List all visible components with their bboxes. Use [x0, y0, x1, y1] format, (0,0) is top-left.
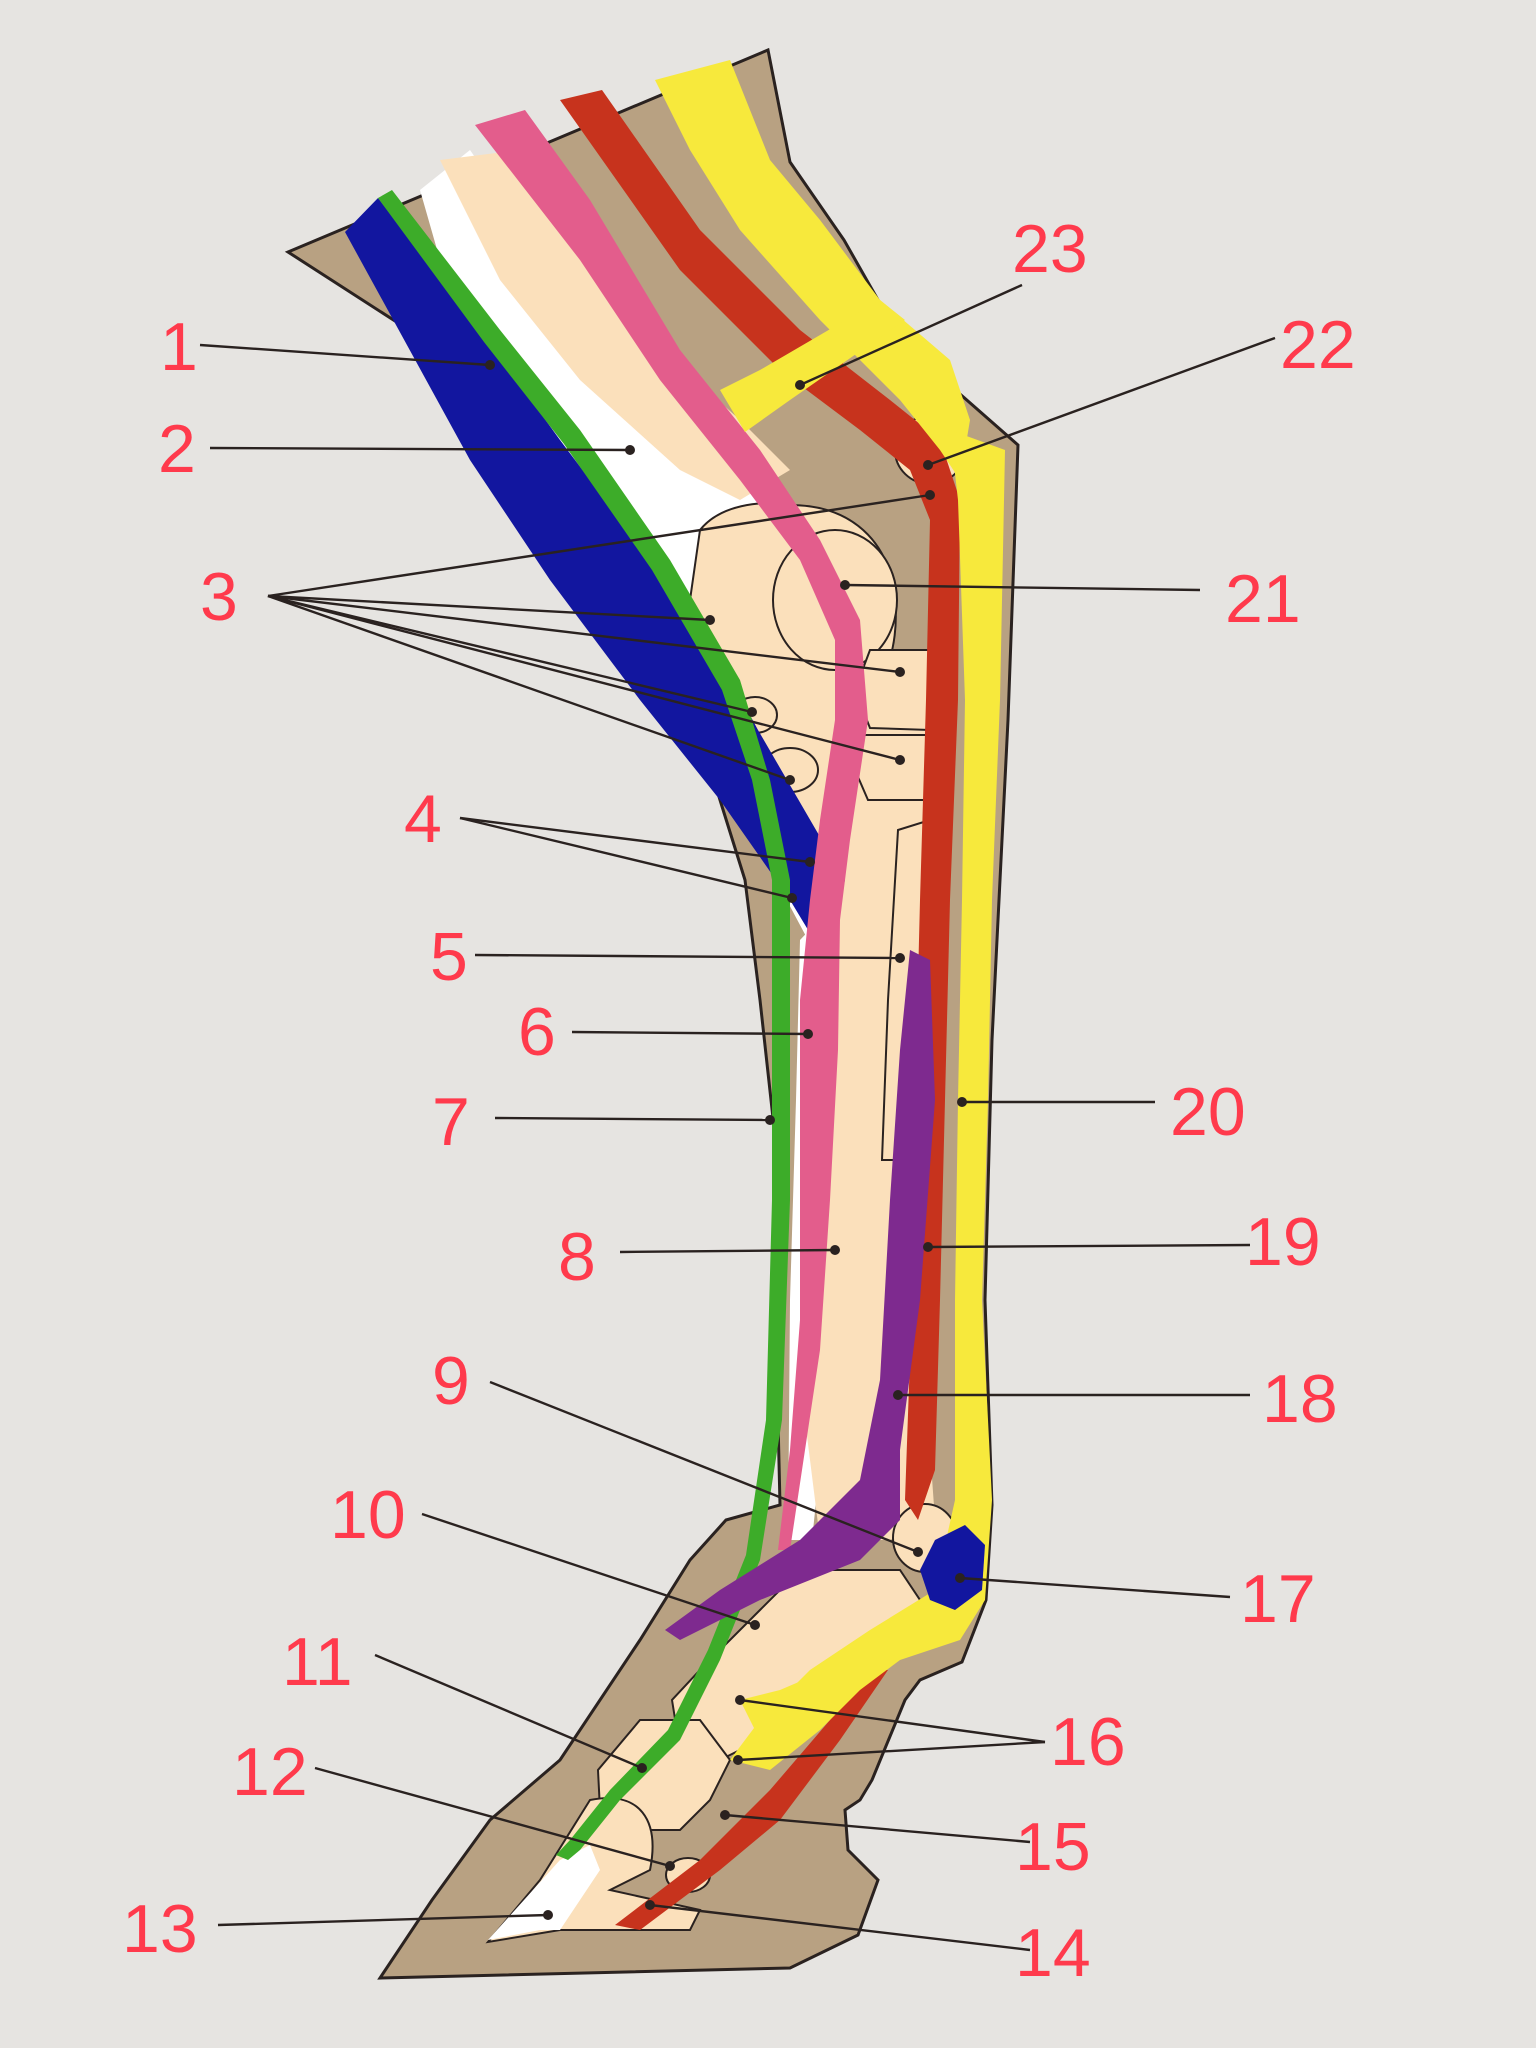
pointer-11 [374, 1653, 643, 1770]
pointer-tips [485, 360, 967, 1920]
label-6: 6 [518, 994, 556, 1070]
pointer-8 [619, 1248, 836, 1254]
label-13: 13 [122, 1891, 198, 1967]
pointer-7 [494, 1116, 771, 1122]
label-4: 4 [404, 781, 442, 857]
pointer-3e [267, 594, 901, 762]
yellow-branch-lower [740, 1655, 895, 1740]
label-15: 15 [1015, 1809, 1091, 1885]
label-19: 19 [1245, 1204, 1321, 1280]
pointer-13 [217, 1913, 549, 1927]
pointer-3f [267, 594, 791, 782]
pointer-4a [459, 816, 811, 864]
pointer-12 [314, 1766, 671, 1868]
pointer-3d [267, 594, 753, 714]
pointer-22 [927, 336, 1276, 467]
pointer-3a [267, 493, 931, 598]
label-23: 23 [1012, 211, 1088, 287]
pointer-lines [199, 283, 1276, 1952]
pointer-16a [739, 1698, 1046, 1744]
pointer-14 [649, 1903, 1031, 1952]
red-flexor-tendon-lower [615, 1670, 888, 1930]
label-20: 20 [1170, 1074, 1246, 1150]
label-12: 12 [232, 1734, 308, 1810]
pointer-15 [724, 1813, 1031, 1844]
label-8: 8 [558, 1219, 596, 1295]
yellow-upper-band [655, 60, 970, 480]
pointer-3b [267, 594, 711, 622]
pointer-4b [459, 816, 793, 900]
label-21: 21 [1225, 561, 1301, 637]
number-labels: 1 2 3 4 5 6 7 8 9 10 11 12 13 14 15 16 1… [122, 211, 1356, 1991]
label-9: 9 [432, 1343, 470, 1419]
pointer-10 [421, 1512, 756, 1627]
pointer-17 [959, 1576, 1231, 1599]
label-1: 1 [160, 309, 198, 385]
pointer-19 [927, 1243, 1251, 1249]
red-flexor-tendon [560, 90, 960, 1520]
purple-check-ligament [665, 950, 935, 1640]
label-18: 18 [1262, 1361, 1338, 1437]
label-22: 22 [1280, 307, 1356, 383]
label-16: 16 [1050, 1704, 1126, 1780]
pointer-21 [844, 583, 1201, 592]
pointer-16b [737, 1740, 1046, 1762]
label-5: 5 [430, 919, 468, 995]
blue-sesamoid-ligament [920, 1525, 985, 1610]
green-extensor-tendon [378, 190, 790, 1860]
blue-extensor-muscle [345, 198, 845, 958]
pointer-23 [799, 283, 1023, 387]
label-2: 2 [158, 411, 196, 487]
label-3: 3 [200, 559, 238, 635]
pointer-9 [489, 1380, 919, 1554]
label-10: 10 [330, 1477, 406, 1553]
label-11: 11 [282, 1624, 353, 1700]
pointer-2 [209, 446, 631, 452]
label-17: 17 [1240, 1561, 1316, 1637]
pointer-6 [571, 1030, 809, 1036]
yellow-suspensory-ligament [730, 430, 1005, 1770]
pointer-1 [199, 343, 491, 367]
yellow-carpal-band [720, 300, 905, 432]
pink-flexor-muscle [475, 110, 868, 1550]
label-7: 7 [432, 1084, 470, 1160]
label-14: 14 [1015, 1915, 1091, 1991]
pointer-3c [267, 594, 901, 674]
pointer-5 [474, 953, 901, 960]
